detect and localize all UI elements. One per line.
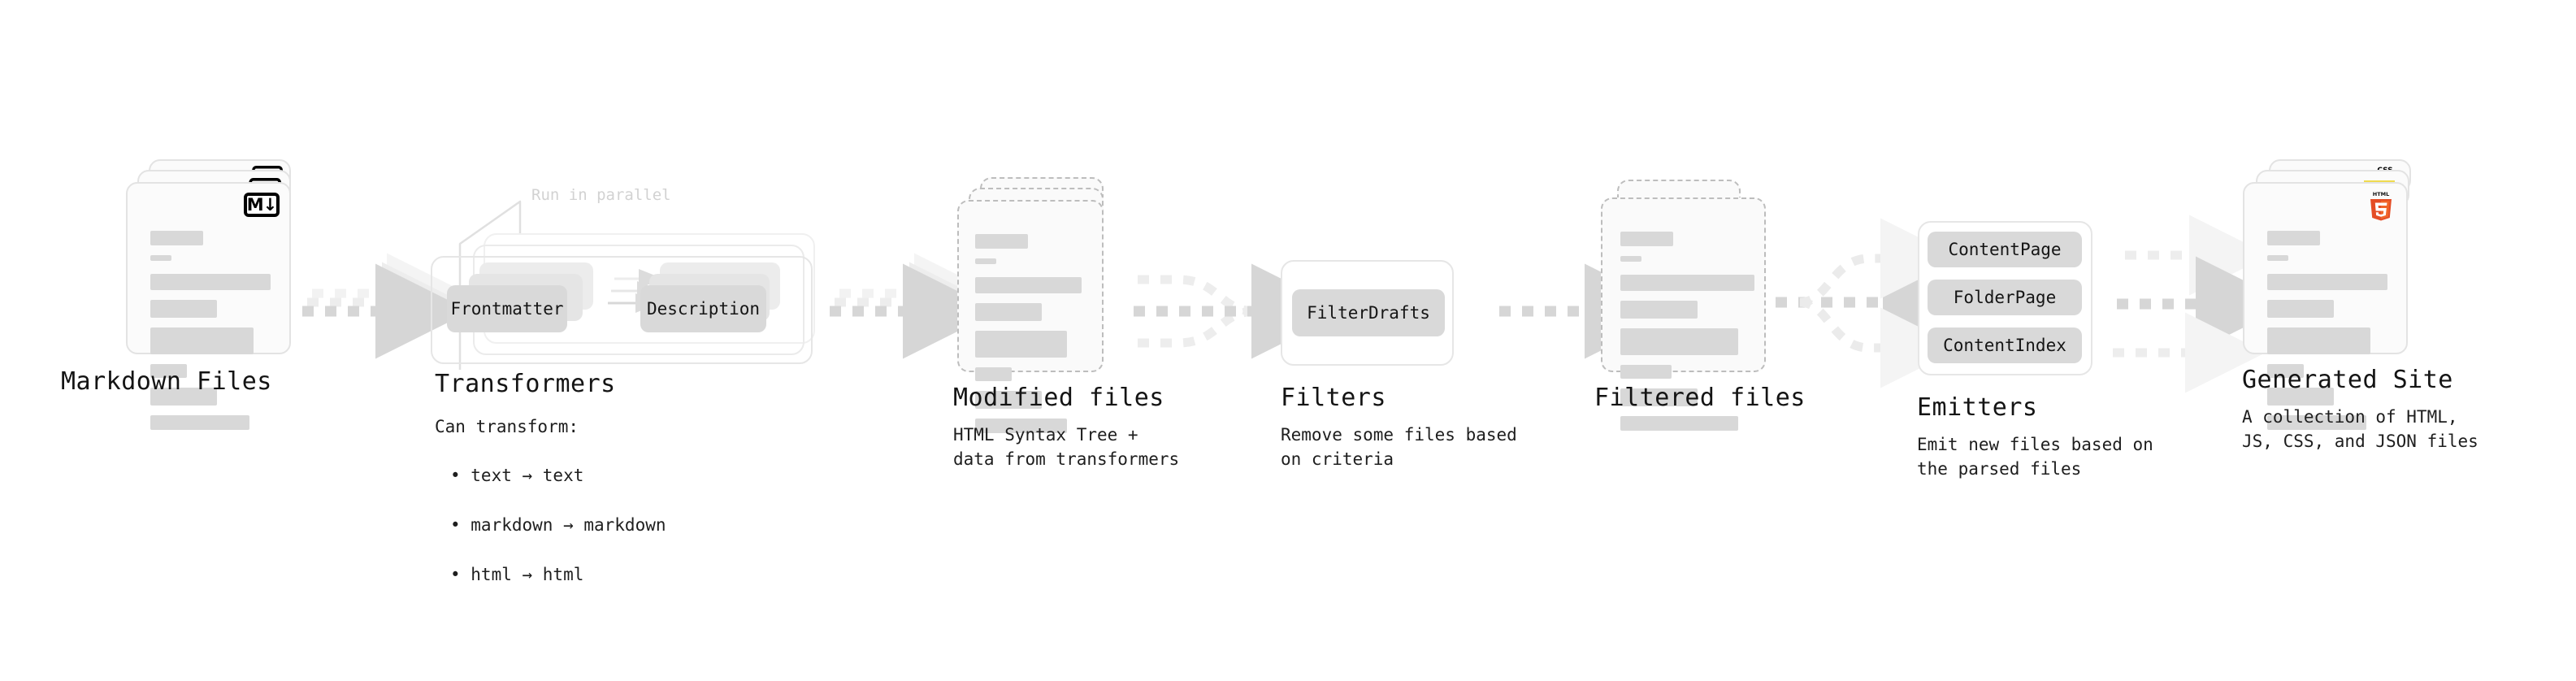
svg-text:HTML: HTML [2373,191,2389,197]
arrow-modified-to-filters [1134,263,1347,359]
placeholder-line [1620,232,1673,246]
placeholder-line [2267,255,2288,261]
stage-desc-filters: Remove some files based on criteria [1281,425,1517,470]
placeholder-line [975,303,1042,321]
markdown-logo: M↓ [244,193,280,217]
stage-title-modified-files: Modified files [953,384,1164,412]
placeholder-line [2267,388,2334,406]
stage-title-emitters: Emitters [1917,393,2038,422]
arrow-emitters-to-site [2113,215,2291,393]
html5-logo-svg: HTML [2370,191,2392,221]
placeholder-line [150,300,217,318]
placeholder-line [2267,327,2370,354]
markdown-placeholder-lines [150,231,271,440]
filtered-card-front [1601,197,1766,431]
transformer-chip-frontmatter[interactable]: Frontmatter [447,285,567,332]
placeholder-line [1620,256,1641,262]
placeholder-line [975,258,996,264]
placeholder-line [1620,301,1698,319]
stage-title-markdown-files: Markdown Files [61,367,272,396]
placeholder-line [975,234,1028,249]
placeholder-line [975,331,1067,358]
modified-card-front [957,200,1104,433]
placeholder-line [975,277,1082,293]
stage-markdown-files: M↓ M↓ M↓ Markdown F [61,159,337,430]
placeholder-line [2267,415,2366,430]
stage-desc-emitters: Emit new files based on the parsed files [1917,435,2153,479]
placeholder-line [975,391,1042,409]
stage-title-generated-site: Generated Site [2242,366,2453,394]
placeholder-line [1620,328,1738,355]
emitter-chip-contentindex[interactable]: ContentIndex [1928,327,2082,363]
placeholder-line [1620,275,1754,291]
transformers-bullet-item: • markdown → markdown [450,515,666,536]
stage-title-transformers: Transformers [435,370,616,398]
placeholder-line [150,415,249,430]
transformer-chip-connectors [608,269,663,313]
emitter-chip-contentpage[interactable]: ContentPage [1928,232,2082,267]
stage-title-filtered-files: Filtered files [1594,384,1806,412]
stage-title-filters: Filters [1281,384,1386,412]
html5-logo: HTML [2367,190,2395,221]
emitter-chip-folderpage[interactable]: FolderPage [1928,280,2082,315]
generated-placeholder-lines [2267,231,2387,440]
transformer-chip-description[interactable]: Description [640,285,766,332]
stage-desc-modified-files: HTML Syntax Tree + data from transformer… [953,425,1180,470]
placeholder-line [1620,365,1672,379]
markdown-file-stack: M↓ M↓ M↓ [126,159,305,430]
transformers-bullet-list: • text → text • markdown → markdown • ht… [450,439,666,612]
placeholder-line [2267,300,2334,318]
filtered-file-stack [1594,177,1773,431]
markdown-card-front: M↓ [126,182,291,430]
run-in-parallel-label: Run in parallel [531,186,671,204]
stage-modified-files: Modified files HTML Syntax Tree + data f… [953,177,1201,469]
stage-filtered-files: Filtered files [1594,177,1838,431]
placeholder-line [2267,274,2387,290]
filtered-placeholder-lines [1620,232,1754,440]
placeholder-line [1620,416,1738,431]
placeholder-line [150,364,187,378]
generated-card-front: HTML [2243,182,2408,430]
placeholder-line [975,367,1012,381]
modified-placeholder-lines [975,234,1082,443]
placeholder-line [150,231,203,245]
arrow-markdown-to-transformers [302,253,471,359]
stage-generated-site: CSS JS HTML [2242,159,2519,451]
placeholder-line [150,274,271,290]
arrow-transformers-to-modified [830,253,998,359]
stage-desc-generated-site: A collection of HTML, JS, CSS, and JSON … [2242,407,2478,452]
placeholder-line [2267,364,2304,378]
modified-file-stack [957,177,1136,433]
placeholder-line [2267,231,2320,245]
placeholder-line [975,419,1067,433]
filter-chip-filterdrafts[interactable]: FilterDrafts [1292,289,1445,336]
transformers-bullet-item: • html → html [450,565,584,585]
arrow-filtered-to-emitters [1776,218,1978,388]
transformers-group-box [431,256,813,364]
placeholder-line [1620,388,1698,406]
transformers-bullet-item: • text → text [450,466,584,486]
placeholder-line [150,388,217,406]
placeholder-line [150,327,254,354]
placeholder-line [150,255,171,261]
generated-site-file-stack: CSS JS HTML [2243,159,2438,430]
transformers-desc-heading: Can transform: [435,417,579,436]
